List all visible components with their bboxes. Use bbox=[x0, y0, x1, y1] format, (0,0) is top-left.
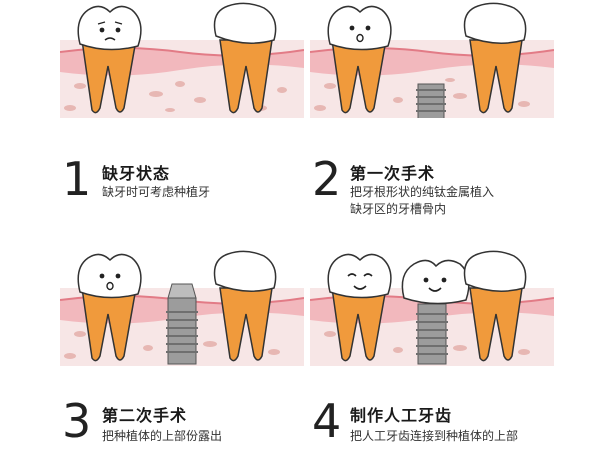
illustration-step-3 bbox=[60, 248, 304, 366]
step-4-number: 4 bbox=[312, 394, 342, 448]
step-1-number: 1 bbox=[62, 152, 92, 206]
step-2-desc-line-1: 把牙根形状的纯钛金属植入 bbox=[350, 185, 495, 199]
step-1-title: 缺牙状态 bbox=[102, 164, 171, 183]
illustration-step-2 bbox=[310, 0, 554, 118]
step-1-desc: 缺牙时可考虑种植牙 bbox=[102, 185, 211, 199]
step-4-desc: 把人工牙齿连接到种植体的上部 bbox=[350, 429, 519, 443]
illustration-step-4 bbox=[310, 248, 554, 366]
step-2-number: 2 bbox=[312, 152, 342, 206]
step-3-number: 3 bbox=[62, 394, 92, 448]
step-3-desc: 把种植体的上部份露出 bbox=[102, 429, 223, 443]
illustration-step-1 bbox=[60, 0, 304, 118]
step-2-title: 第一次手术 bbox=[350, 164, 436, 183]
step-4-title: 制作人工牙齿 bbox=[350, 406, 453, 425]
step-2-desc-line-2: 缺牙区的牙槽骨内 bbox=[350, 202, 447, 216]
step-3-title: 第二次手术 bbox=[102, 406, 188, 425]
